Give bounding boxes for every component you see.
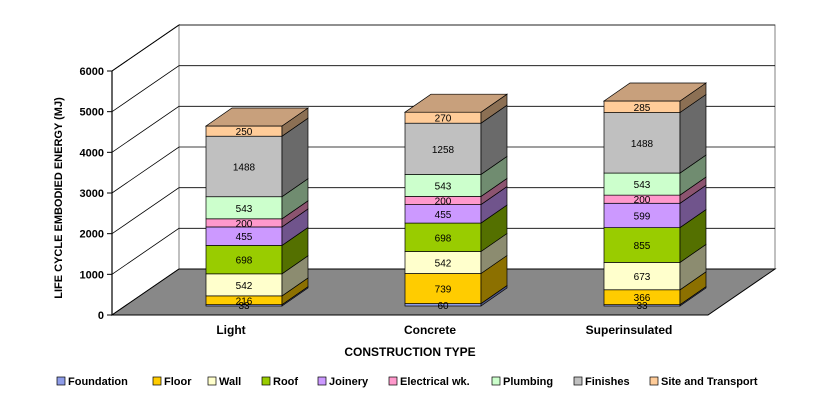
bar-stack-concrete: 60 739 542 698 455 200 543 1258 270 [403,93,509,312]
legend-swatch [56,376,66,386]
data-label: 200 [435,197,452,208]
x-axis-title: CONSTRUCTION TYPE [344,345,475,359]
y-tick-label: 2000 [80,229,104,241]
legend-item: Foundation [56,376,128,388]
data-label: 200 [634,195,651,206]
data-label: 1488 [631,139,654,150]
bar-segment [603,202,681,228]
data-label: 542 [236,281,253,292]
legend-label: Electrical wk. [400,376,470,388]
gridline [111,65,775,113]
data-label: 698 [236,256,253,267]
legend-label: Floor [164,376,192,388]
x-tick-label: Concrete [404,323,456,337]
bar-segment [404,222,482,252]
legend-swatch [261,376,271,386]
bar-segment [205,135,283,198]
data-label: 542 [435,258,452,269]
legend-swatch [573,376,583,386]
legend-label: Plumbing [503,376,553,388]
gridline [111,105,775,153]
data-label: 1488 [233,162,256,173]
data-label: 543 [634,180,651,191]
data-label: 698 [435,233,452,244]
legend: Foundation Floor Wall Roof Joinery Electrical… [56,376,758,388]
data-label: 250 [236,127,253,138]
data-label: 739 [435,285,452,296]
data-label: 270 [435,114,452,125]
data-label: 285 [634,103,651,114]
y-axis: 0 1000 2000 3000 4000 5000 6000 [80,66,113,322]
data-label: 455 [236,232,253,243]
bar-segment [603,227,681,263]
bar-top-face [204,107,310,127]
y-tick-label: 3000 [80,188,104,200]
legend-item: Electrical wk. [388,376,470,388]
legend-label: Wall [219,376,241,388]
legend-swatch [152,376,162,386]
bar-segment [404,122,482,175]
data-label: 1258 [432,145,455,156]
legend-item: Finishes [573,376,630,388]
legend-label: Foundation [68,376,128,388]
legend-item: Floor [152,376,192,388]
gridline [111,227,775,275]
data-label: 599 [634,211,651,222]
legend-label: Finishes [585,376,630,388]
bar-top-face [602,82,708,102]
gridline [111,146,775,194]
y-axis-title: LIFE CYCLE EMBODIED ENERGY (MJ) [53,97,65,299]
x-tick-labels: Light Concrete Superinsulated [216,323,672,337]
data-label: 216 [236,296,253,307]
legend-swatch [207,376,217,386]
legend-swatch [649,376,659,386]
legend-swatch [491,376,501,386]
bar-top-face [403,93,509,113]
legend-label: Site and Transport [661,376,758,388]
x-tick-label: Light [216,323,245,337]
legend-item: Roof [261,376,298,388]
bar-segment [404,273,482,304]
legend-item: Site and Transport [649,376,758,388]
data-label: 455 [435,210,452,221]
x-tick-label: Superinsulated [586,323,673,337]
legend-swatch [317,376,327,386]
legend-swatch [388,376,398,386]
data-label: 33 [636,301,648,312]
data-label: 543 [236,204,253,215]
bars: 3321654269845520054314882506073954269845… [204,82,708,312]
legend-item: Plumbing [491,376,553,388]
data-label: 366 [634,293,651,304]
gridline [111,24,775,72]
data-label: 673 [634,272,651,283]
y-tick-label: 5000 [80,107,104,119]
legend-item: Wall [207,376,241,388]
bar-segment [603,262,681,291]
data-label: 33 [238,301,250,312]
data-label: 200 [236,219,253,230]
legend-item: Joinery [317,376,369,388]
y-tick-label: 1000 [80,269,104,281]
y-tick-label: 0 [98,310,104,322]
y-tick-label: 6000 [80,66,104,78]
gridline [111,187,775,235]
y-tick-label: 4000 [80,147,104,159]
data-label: 855 [634,241,651,252]
data-label: 60 [437,301,449,312]
legend-label: Roof [273,376,298,388]
legend-label: Joinery [329,376,369,388]
data-label: 543 [435,181,452,192]
gridlines [111,24,775,275]
